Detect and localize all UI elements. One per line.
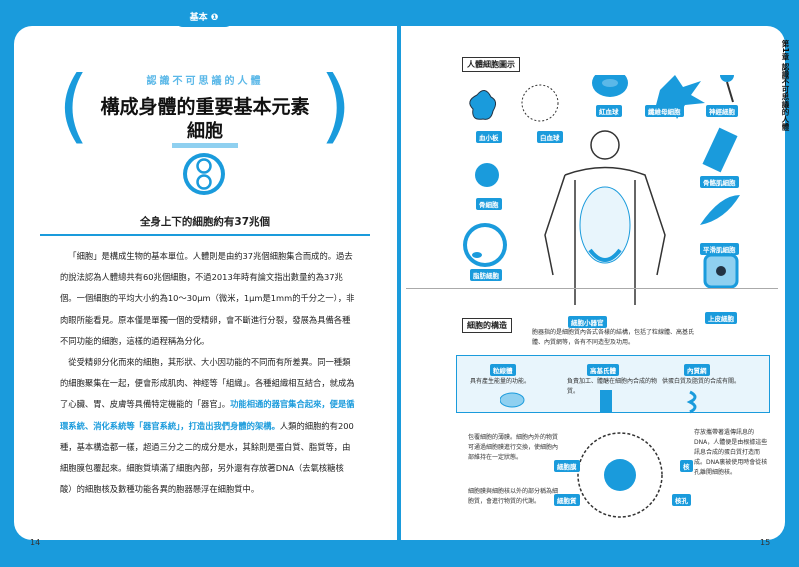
organelle-er-desc: 供蛋白質及脂質的合成有關。 <box>662 378 741 385</box>
paragraph-2-tail: 人類的細胞約有200種，基本構造都一樣，超過三分之二的成分是水，其餘則是蛋白質、… <box>60 420 354 495</box>
section-heading: 全身上下的細胞約有37兆個 <box>139 216 271 228</box>
fat-cell-icon <box>463 223 507 267</box>
label-smooth-muscle: 平滑肌細胞 <box>700 243 739 255</box>
white-blood-cell-icon <box>521 84 559 122</box>
label-platelet: 血小板 <box>476 131 502 143</box>
paragraph-2: 從受精卵分化而來的細胞，其形狀、大小因功能的不同而有所差異。同一種類的細胞聚集在… <box>60 352 355 500</box>
er-icon <box>686 390 697 414</box>
paragraph-1: 「細胞」是構成生物的基本單位。人體則是由約37兆個細胞集合而成的。過去的說法認為… <box>60 251 355 346</box>
left-paren-decoration: ( <box>58 59 90 152</box>
section-divider-right <box>406 288 778 289</box>
label-fat-cell: 脂肪細胞 <box>470 269 502 281</box>
membrane-description: 包覆細胞的薄膜。細胞內外的物質可通過細胞膜進行交換，使細胞內部維持在一定狀態。 <box>468 434 559 461</box>
organelle-golgi-desc: 負責加工、體醣在細胞內合成的物質。 <box>567 378 658 395</box>
fibroblast-icon <box>655 75 705 119</box>
golgi-icon <box>600 390 612 412</box>
subtitle: 認識不可思議的人體 <box>146 76 264 87</box>
epithelial-cell-icon <box>703 253 739 289</box>
label-epithelial-cell: 上皮細胞 <box>705 312 737 324</box>
neuron-icon <box>720 75 734 103</box>
diagram-title-structure: 細胞的構造 <box>462 318 512 333</box>
label-skeletal-muscle: 骨骼肌細胞 <box>700 176 739 188</box>
label-bone-cell: 骨細胞 <box>476 198 502 210</box>
right-paren-decoration: ) <box>320 59 352 152</box>
label-cell-membrane: 細胞膜 <box>554 460 580 472</box>
label-cytoplasm: 細胞質 <box>554 494 580 506</box>
body-text: 「細胞」是構成生物的基本單位。人體則是由約37兆個細胞集合而成的。過去的說法認為… <box>60 246 355 500</box>
cell-structure-diagram <box>500 390 697 518</box>
mitochondria-icon <box>500 392 525 408</box>
skeletal-muscle-icon <box>702 127 738 173</box>
chapter-label: 第1章 認識不可思議的人體 <box>781 40 790 131</box>
smooth-muscle-icon <box>700 195 740 225</box>
label-nuclear-pore: 核孔 <box>672 494 691 506</box>
label-nucleus: 核 <box>680 460 693 472</box>
label-red-blood-cell: 紅血球 <box>596 105 622 117</box>
cell-division-icon <box>183 153 225 195</box>
section-badge: 基本 ❶ <box>174 9 234 27</box>
organelle-er-label: 內質網 <box>684 364 710 376</box>
cytoplasm-description: 細胞膜與細胞核以外的部分稱為細胞質，會進行物質的代謝。 <box>468 488 559 505</box>
organelle-golgi-label: 高基氏體 <box>587 364 619 376</box>
title-word: 細胞 <box>172 121 238 148</box>
body-silhouette-icon <box>544 130 666 305</box>
left-page <box>14 26 397 540</box>
label-neuron: 神經細胞 <box>706 105 738 117</box>
cell-illustrations <box>463 75 740 305</box>
organelle-mitochondria-label: 粒線體 <box>490 364 516 376</box>
page-title: 構成身體的重要基本元素 <box>100 96 310 118</box>
red-blood-cell-icon <box>592 75 628 97</box>
label-fibroblast: 纖維母細胞 <box>645 105 684 117</box>
highlight-text: 功能相通的器官集合起來，便是循環系統、消化系統等「器官系統」，打造出我們身體的架… <box>60 399 355 431</box>
diagram-title-cells: 人體細胞圖示 <box>462 57 520 72</box>
bone-cell-icon <box>475 163 499 187</box>
section-divider <box>40 234 370 236</box>
page-number-left: 14 <box>30 538 41 547</box>
organelle-mitochondria-desc: 具有產生能量的功能。 <box>470 378 531 385</box>
nucleus-description: 存放攜帶著遺傳訊息的DNA，人體便是由根據這些訊息合成的蛋白質打造而成。DNA裏… <box>694 429 768 476</box>
page-number-right: 15 <box>760 538 771 547</box>
label-white-blood-cell: 白血球 <box>537 131 563 143</box>
cell-icon <box>577 432 663 518</box>
organelle-description: 胞器指的是細胞質內各式各樣的結構，包括了粒線體、高基氏體、內質網等，各有不同造型… <box>532 329 695 346</box>
paragraph-2-text: 從受精卵分化而來的細胞，其形狀、大小因功能的不同而有所差異。同一種類的細胞聚集在… <box>60 357 355 410</box>
organelle-title: 細胞小器官 <box>568 316 607 328</box>
platelet-icon <box>469 90 497 120</box>
